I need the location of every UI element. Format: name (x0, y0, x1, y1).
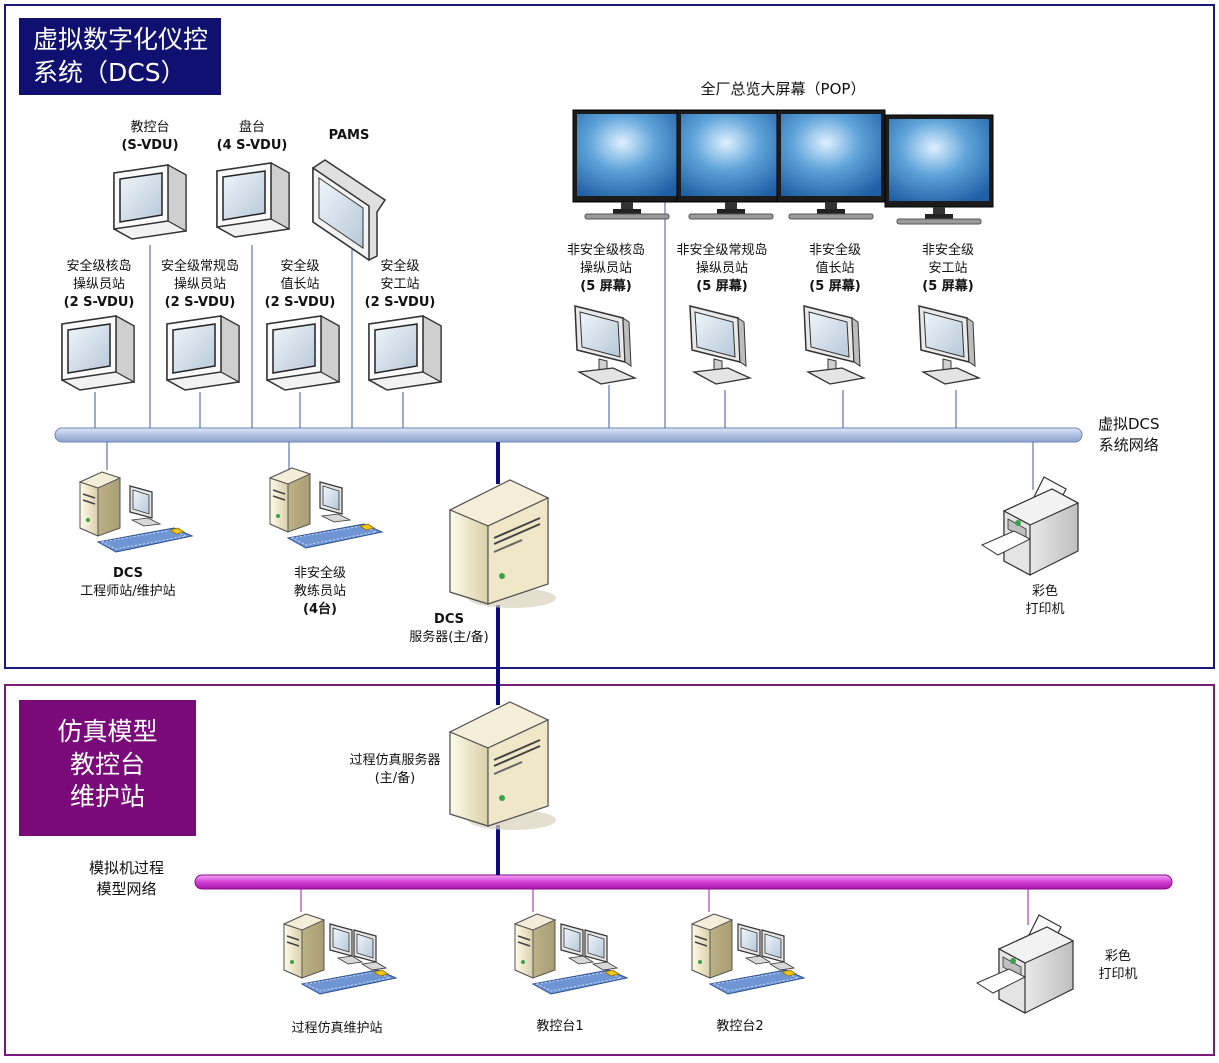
color-printer-icon[interactable] (976, 914, 1074, 1014)
dcs-title-line: 系统（DCS） (33, 57, 186, 87)
console-2-workstation-icon[interactable] (691, 913, 805, 995)
sim-title-line: 维护站 (69, 782, 145, 811)
safety-ci-operator-monitor-icon[interactable] (166, 315, 240, 391)
pams-label: PAMS (328, 128, 370, 143)
trainer-workstation-icon[interactable] (269, 467, 383, 549)
nonsafety-engineer-label: 非安全级 安工站 (5 屏幕) (921, 243, 975, 294)
teaching-console-label: 教控台 (S-VDU) (121, 120, 179, 153)
pop-screen-icon[interactable] (676, 109, 786, 220)
sim-drop-lines (300, 889, 1029, 925)
dcs-system-network-bus (54, 427, 1083, 443)
pop-screen-icon[interactable] (776, 109, 886, 220)
dcs-engineer-station-label: DCS 工程师站/维护站 (80, 566, 176, 599)
nonsafety-engineer-monitor-icon[interactable] (918, 305, 980, 385)
nonsafety-ni-operator-monitor-icon[interactable] (574, 305, 636, 385)
simulation-section-frame (4, 684, 1215, 1056)
simulation-network-label: 模拟机过程 模型网络 (89, 859, 165, 898)
pop-screen-icon[interactable] (884, 114, 994, 225)
simulation-title-box: 仿真模型 教控台 维护站 (19, 700, 196, 836)
dcs-server-label: DCS 服务器(主/备) (409, 612, 489, 645)
nonsafety-ni-operator-label: 非安全级核岛 操纵员站 (5 屏幕) (566, 243, 646, 294)
pop-label: 全厂总览大屏幕（POP） (700, 80, 866, 98)
dcs-server-icon[interactable] (449, 479, 557, 609)
pams-panel-icon[interactable] (312, 159, 386, 261)
safety-engineer-monitor-icon[interactable] (368, 315, 442, 391)
safety-engineer-label: 安全级 安工站 (2 S-VDU) (364, 259, 436, 310)
teaching-console-monitor-icon[interactable] (113, 164, 187, 240)
safety-shift-supervisor-monitor-icon[interactable] (266, 315, 340, 391)
nonsafety-ci-operator-label: 非安全级常规岛 操纵员站 (5 屏幕) (676, 243, 768, 294)
trainer-station-label: 非安全级 教练员站 (4台) (293, 566, 347, 617)
dcs-section-frame (4, 4, 1215, 669)
console-1-label: 教控台1 (536, 1019, 584, 1034)
simulation-model-network-bus (194, 874, 1173, 890)
color-printer-label: 彩色 打印机 (1098, 949, 1138, 982)
color-printer-icon[interactable] (981, 476, 1079, 576)
simulation-maintenance-workstation-icon[interactable] (283, 913, 397, 995)
nonsafety-shift-supervisor-label: 非安全级 值长站 (5 屏幕) (808, 243, 862, 294)
sim-title-line: 仿真模型 (57, 717, 158, 746)
color-printer-label: 彩色 打印机 (1025, 584, 1065, 617)
panel-monitor-icon[interactable] (216, 162, 290, 238)
sim-title-line: 教控台 (69, 749, 145, 779)
safety-shift-supervisor-label: 安全级 值长站 (2 S-VDU) (264, 259, 336, 310)
process-simulation-server-icon[interactable] (449, 701, 557, 831)
simulation-maintenance-label: 过程仿真维护站 (291, 1021, 383, 1036)
console-2-label: 教控台2 (716, 1019, 764, 1034)
safety-ni-operator-label: 安全级核岛 操纵员站 (2 S-VDU) (63, 259, 135, 310)
nonsafety-ci-operator-monitor-icon[interactable] (689, 305, 751, 385)
console-1-workstation-icon[interactable] (514, 913, 628, 995)
process-simulation-server-label: 过程仿真服务器 (主/备) (349, 753, 441, 786)
dcs-network-label: 虚拟DCS 系统网络 (1098, 415, 1160, 454)
dcs-title-box: 虚拟数字化仪控 系统（DCS） (19, 18, 221, 95)
panel-label: 盘台 (4 S-VDU) (216, 120, 288, 153)
nonsafety-shift-supervisor-monitor-icon[interactable] (803, 305, 865, 385)
safety-ni-operator-monitor-icon[interactable] (61, 315, 135, 391)
safety-ci-operator-label: 安全级常规岛 操纵员站 (2 S-VDU) (160, 259, 240, 310)
dcs-title-line: 虚拟数字化仪控 (33, 25, 209, 54)
dcs-drop-lines (94, 200, 1034, 490)
dcs-engineer-workstation-icon[interactable] (79, 471, 193, 553)
